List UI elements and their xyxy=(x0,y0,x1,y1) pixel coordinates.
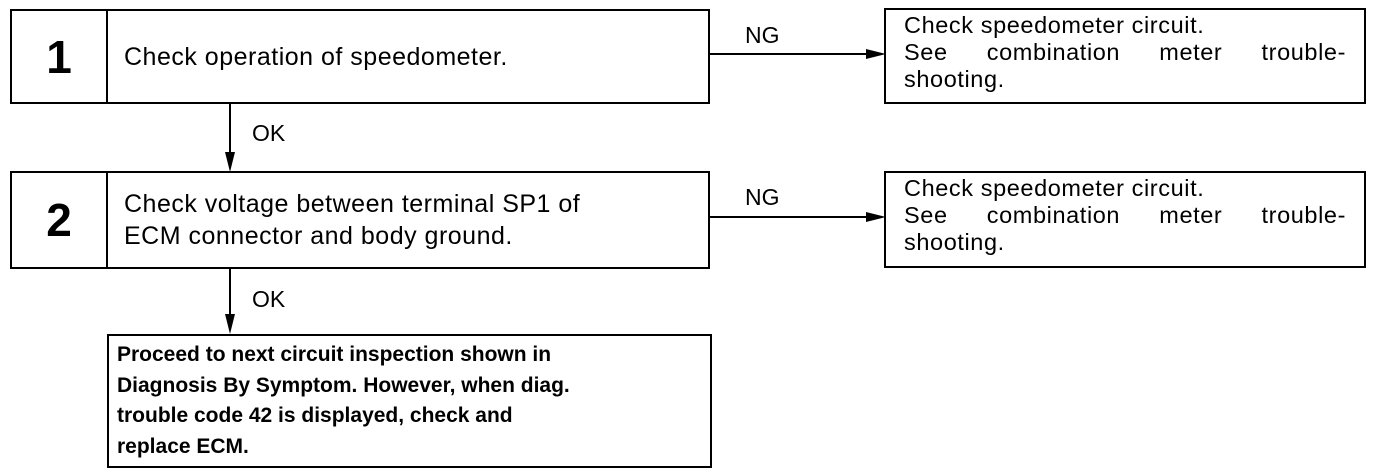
arrowhead-ok-2 xyxy=(225,314,235,334)
final-instruction-box: Proceed to next circuit inspection shown… xyxy=(107,334,712,468)
step-2-ng-result-line-2: See combination meter trouble- xyxy=(904,202,1346,228)
step-2-ng-result-line-1: Check speedometer circuit. xyxy=(904,175,1205,201)
step-1-box: 1 Check operation of speedometer. xyxy=(10,9,710,104)
arrowhead-ok-1 xyxy=(225,152,235,172)
step-2-ok-label: OK xyxy=(252,286,286,312)
step-2-box: 2 Check voltage between terminal SP1 of … xyxy=(10,171,710,269)
arrowhead-ng-1 xyxy=(866,49,886,59)
step-1-ng-result-line-2: See combination meter trouble- xyxy=(904,39,1346,65)
step-2-number: 2 xyxy=(12,173,108,267)
arrowhead-ng-2 xyxy=(866,212,886,222)
step-1-ng-result-line-3: shooting. xyxy=(904,66,1005,92)
step-1-ng-label: NG xyxy=(745,22,780,48)
step-1-ng-result-text: Check speedometer circuit. See combinati… xyxy=(904,12,1346,93)
final-instruction-text: Proceed to next circuit inspection shown… xyxy=(117,343,570,458)
step-2-ng-result-text: Check speedometer circuit. See combinati… xyxy=(904,175,1346,256)
step-1-ng-result-box: Check speedometer circuit. See combinati… xyxy=(884,8,1366,104)
step-1-ng-result-line-1: Check speedometer circuit. xyxy=(904,12,1205,38)
step-2-ng-result-box: Check speedometer circuit. See combinati… xyxy=(884,171,1366,268)
step-1-text: Check operation of speedometer. xyxy=(124,42,508,71)
step-2-ng-label: NG xyxy=(745,184,780,210)
step-1-number: 1 xyxy=(12,11,108,102)
step-1-ok-label: OK xyxy=(252,120,286,146)
step-2-ng-result-line-3: shooting. xyxy=(904,229,1005,255)
step-2-text: Check voltage between terminal SP1 of EC… xyxy=(124,190,581,250)
